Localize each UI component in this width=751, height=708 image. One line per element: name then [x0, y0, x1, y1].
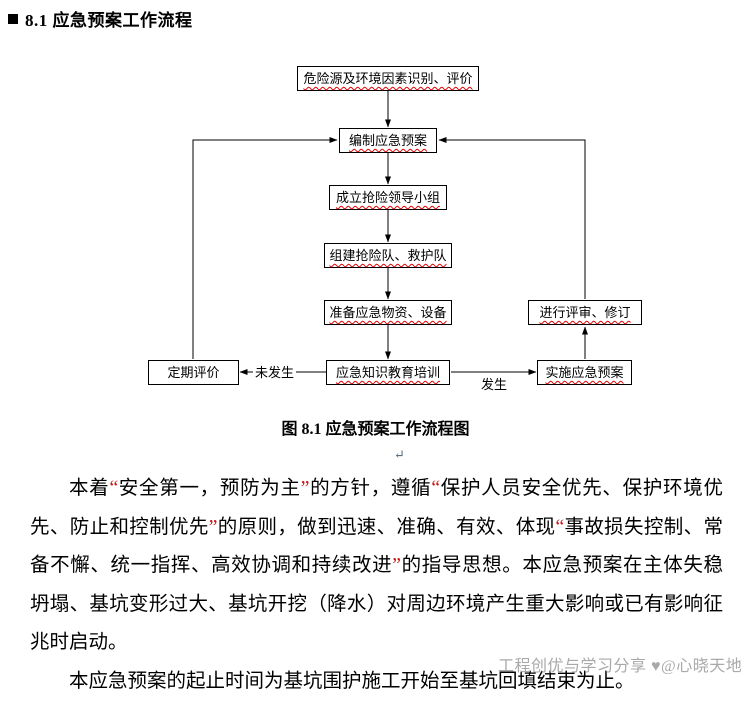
text-segment: 兆时启动。: [30, 632, 128, 654]
text-segment: 的原则，做到迅速、准确、有效、体现: [217, 516, 556, 538]
text-segment: 备不懈、统一指挥、高效协调和持续改进: [30, 555, 393, 577]
text-segment: 本应急预案的起止时间为基坑围护施工开始至基坑回填结束为止。: [69, 670, 635, 692]
text-segment: 的方针，遵循: [309, 478, 432, 499]
section-heading: 8.1 应急预案工作流程: [8, 6, 193, 31]
red-quote-mark: “: [109, 478, 119, 499]
flow-node-hazard-identification: 危险源及环境因素识别、评价: [297, 66, 479, 91]
text-segment: 坍塌、基坑变形过大、基坑开挖（降水）对周边环境产生重大影响或已有影响征: [30, 593, 723, 615]
text-segment: 安全第一，预防为主: [118, 478, 301, 499]
edge-label-occurred: 发生: [479, 374, 510, 393]
red-quote-mark: ”: [208, 516, 218, 538]
body-text: 本着“安全第一，预防为主”的方针，遵循“保护人员安全优先、保护环境优先、防止和控…: [30, 470, 723, 702]
text-segment: 事故损失控制、常: [564, 516, 723, 538]
flow-node-compile-emergency-plan: 编制应急预案: [339, 128, 437, 153]
text-segment: 本着: [69, 478, 110, 499]
red-quote-mark: “: [431, 478, 441, 499]
flow-node-label: 准备应急物资、设备: [329, 305, 447, 320]
flow-node-set-up-rescue-leading-group: 成立抢险领导小组: [329, 185, 447, 210]
flow-node-label: 进行评审、修订: [539, 305, 631, 320]
flow-node-periodic-evaluation: 定期评价: [148, 360, 239, 385]
flow-node-implement-emergency-plan: 实施应急预案: [537, 360, 632, 385]
section-heading-text: 8.1 应急预案工作流程: [25, 11, 193, 30]
text-line: 本着“安全第一，预防为主”的方针，遵循“保护人员安全优先、保护环境优: [30, 470, 723, 509]
red-quote-mark: ”: [300, 478, 310, 499]
flowchart: 危险源及环境因素识别、评价 编制应急预案 成立抢险领导小组 组建抢险队、救护队 …: [148, 66, 642, 393]
paragraph-mark: ↵: [394, 447, 405, 462]
text-line: 备不懈、统一指挥、高效协调和持续改进”的指导思想。本应急预案在主体失稳: [30, 547, 723, 586]
watermark: 工程创优与学习分享 ♥@心晓天地: [498, 658, 743, 675]
flow-node-label: 危险源及环境因素识别、评价: [303, 71, 473, 86]
text-line: 先、防止和控制优先”的原则，做到迅速、准确、有效、体现“事故损失控制、常: [30, 509, 723, 548]
flow-node-review-and-revise: 进行评审、修订: [528, 300, 642, 325]
text-line: 兆时启动。: [30, 624, 723, 663]
flow-node-label: 应急知识教育培训: [335, 365, 440, 380]
flow-node-label: 定期评价: [167, 365, 220, 380]
heading-bullet-square: [8, 13, 18, 24]
text-segment: 的指导思想。本应急预案在主体失稳: [400, 555, 723, 577]
text-line: 本应急预案的起止时间为基坑围护施工开始至基坑回填结束为止。: [30, 663, 723, 702]
red-quote-mark: ”: [392, 555, 401, 577]
flow-node-label: 编制应急预案: [348, 133, 427, 148]
text-segment: 保护人员安全优先、保护环境优: [440, 478, 723, 499]
edge-label-not-occurred: 未发生: [253, 362, 297, 381]
flow-node-prepare-materials-equipment: 准备应急物资、设备: [324, 300, 452, 325]
text-line: 坍塌、基坑变形过大、基坑开挖（降水）对周边环境产生重大影响或已有影响征: [30, 586, 723, 625]
flowchart-connectors: [192, 91, 588, 375]
flow-node-label: 成立抢险领导小组: [335, 190, 440, 205]
flow-node-emergency-knowledge-training: 应急知识教育培训: [326, 360, 450, 385]
flow-node-label: 实施应急预案: [545, 365, 624, 380]
text-segment: 先、防止和控制优先: [30, 516, 209, 538]
red-quote-mark: “: [555, 516, 565, 538]
figure-caption: 图 8.1 应急预案工作流程图: [281, 421, 470, 438]
flow-node-label: 组建抢险队、救护队: [329, 248, 447, 263]
flow-node-form-rescue-teams: 组建抢险队、救护队: [324, 243, 452, 268]
